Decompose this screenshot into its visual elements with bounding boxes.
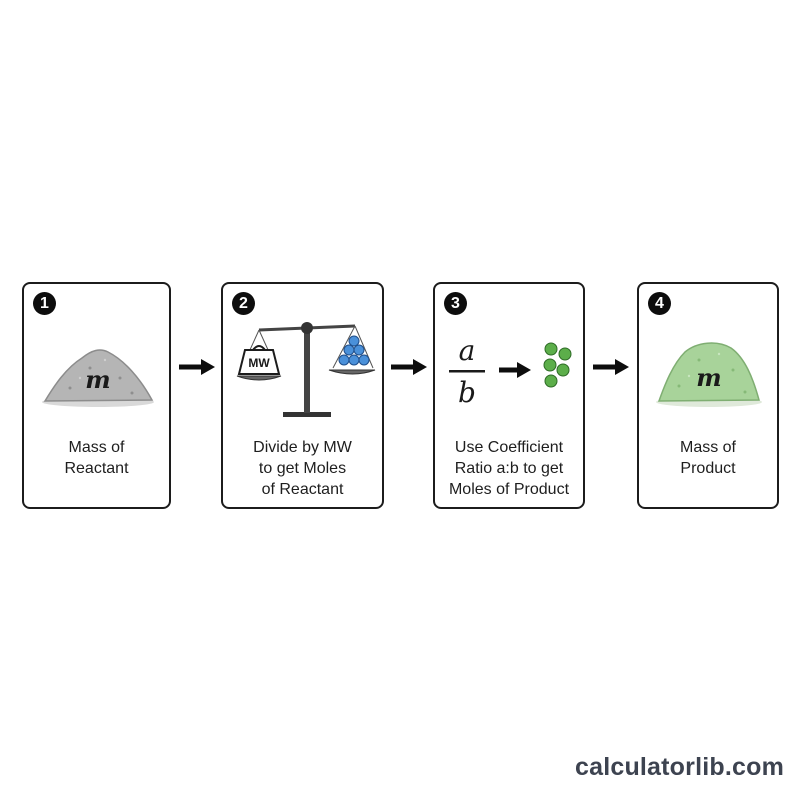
ratio-fraction-icon: a b [449, 334, 572, 409]
arrow-right-icon [593, 359, 629, 375]
balance-scale-icon: MW [236, 322, 376, 417]
caption-line: Divide by MW [253, 439, 352, 456]
reactant-powder-pile-icon: m [42, 349, 154, 407]
arrow-right-icon [391, 359, 427, 375]
product-mass-symbol: m [696, 363, 721, 392]
caption-line: Use Coefficient [454, 439, 564, 456]
step-2-card: 2 MW Divide by MW to get Moles of Reacta… [221, 282, 384, 509]
step-1-caption: Mass of Reactant [24, 437, 169, 479]
reactant-moles-spheres [338, 335, 370, 366]
step-2-number-badge: 2 [232, 292, 255, 315]
brand-watermark: calculatorlib.com [574, 753, 784, 781]
caption-line: Mass of [679, 439, 736, 456]
molecular-weight-label: MW [248, 356, 270, 370]
product-moles-spheres [543, 342, 572, 388]
step-3-number-badge: 3 [444, 292, 467, 315]
step-3-caption: Use Coefficient Ratio a:b to get Moles o… [435, 437, 583, 500]
caption-line: Mass of [68, 439, 125, 456]
caption-line: Reactant [64, 460, 129, 477]
caption-line: of Reactant [261, 481, 344, 498]
ratio-numerator: a [459, 334, 476, 367]
step-1-number-badge: 1 [33, 292, 56, 315]
step-2-caption: Divide by MW to get Moles of Reactant [223, 437, 382, 500]
caption-line: Moles of Product [448, 481, 570, 498]
step-3-card: 3 a b Use Coefficient Ratio a:b to get M… [433, 282, 585, 509]
step-4-number-badge: 4 [648, 292, 671, 315]
reactant-mass-symbol: m [85, 365, 110, 394]
step-1-card: 1 m Mass of Reactant [22, 282, 171, 509]
caption-line: Product [680, 460, 736, 477]
step-4-caption: Mass of Product [639, 437, 777, 479]
arrow-right-icon [179, 359, 215, 375]
product-powder-pile-icon: m [656, 342, 762, 407]
caption-line: Ratio a:b to get [454, 460, 564, 477]
step-4-card: 4 m Mass of Product [637, 282, 779, 509]
ratio-denominator: b [458, 376, 476, 409]
caption-line: to get Moles [258, 460, 347, 477]
